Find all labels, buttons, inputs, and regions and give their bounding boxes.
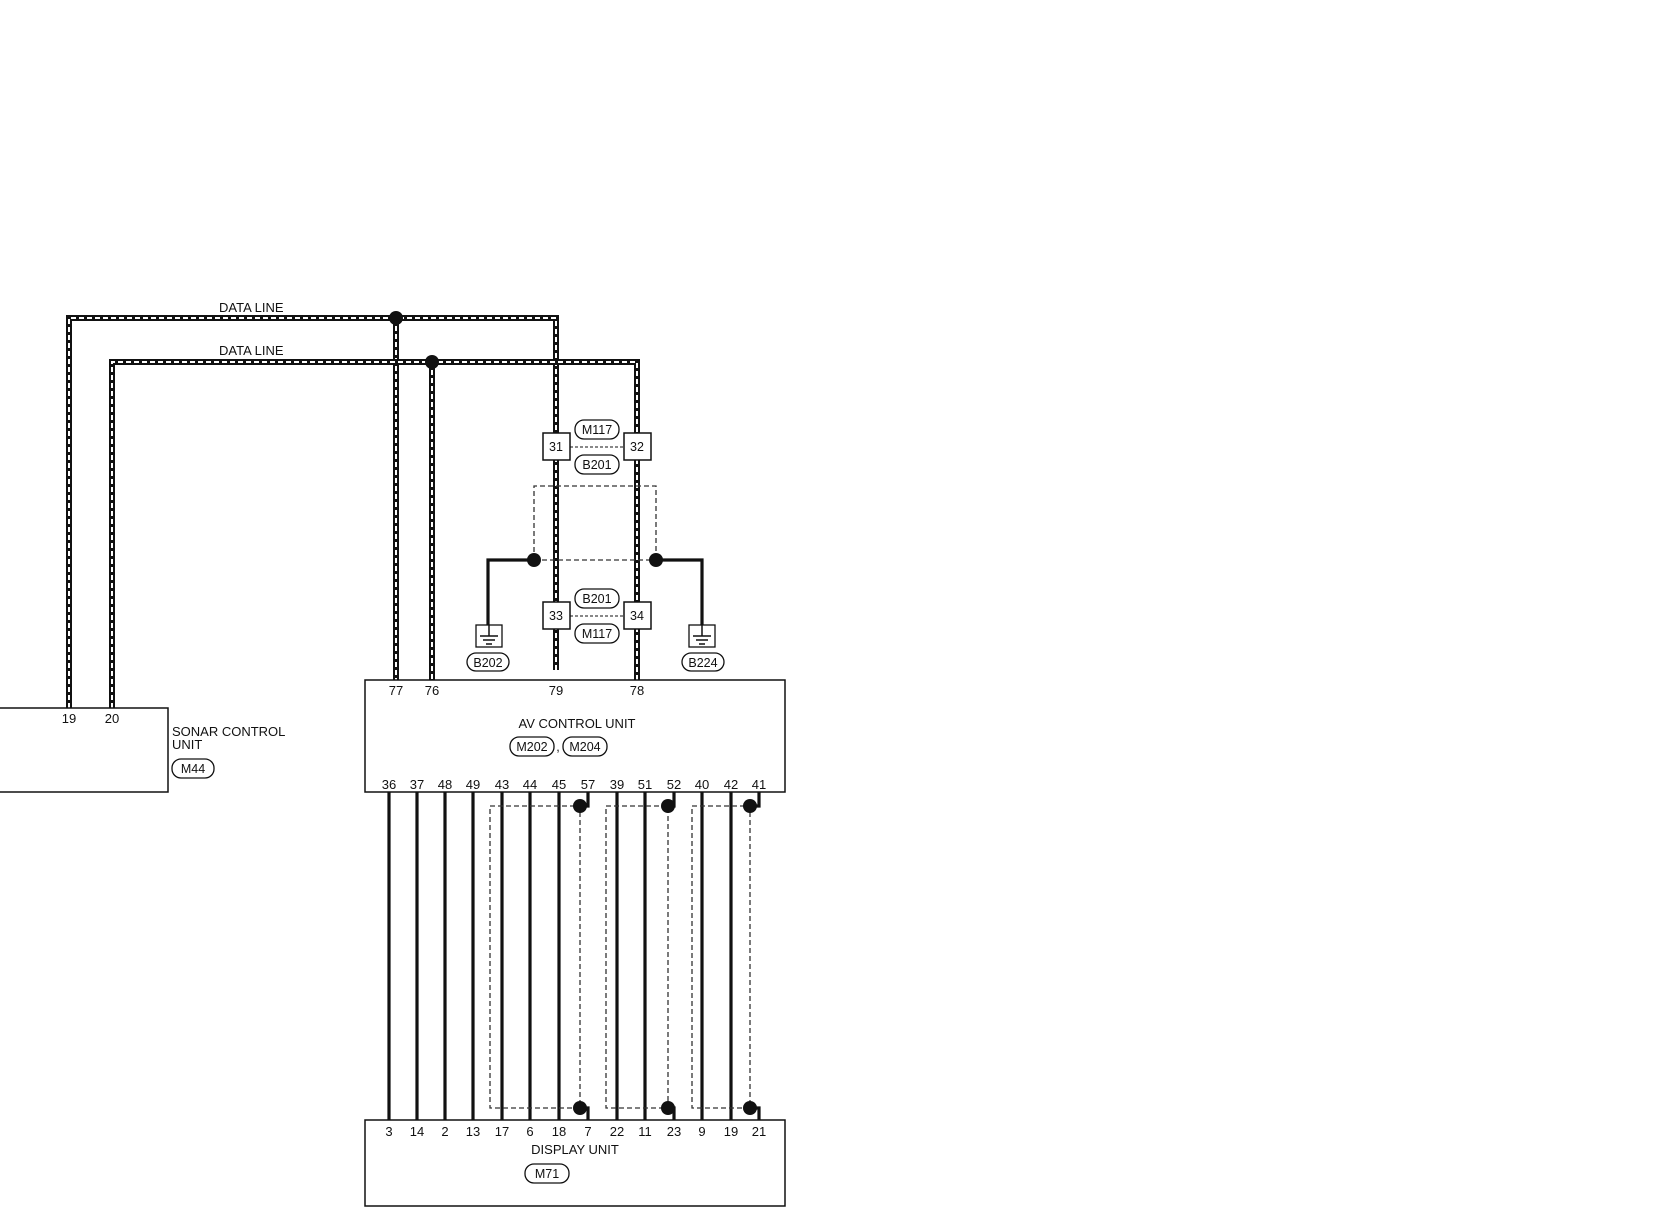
pin-label: 11 xyxy=(638,1124,652,1139)
unit-name: DISPLAY UNIT xyxy=(531,1142,619,1157)
connector-tag: M71 xyxy=(535,1167,559,1181)
pin-label: 79 xyxy=(549,683,563,698)
connector-tag: M204 xyxy=(569,740,600,754)
pin-label: 48 xyxy=(438,777,452,792)
pin-label: 21 xyxy=(752,1124,766,1139)
ground-icon xyxy=(688,624,716,648)
shield-outline xyxy=(691,805,751,1109)
pin-label: 43 xyxy=(495,777,509,792)
pin-label: 6 xyxy=(526,1124,533,1139)
pin-label: 23 xyxy=(667,1124,681,1139)
svg-text:33: 33 xyxy=(549,609,563,623)
connector-tag: M202 xyxy=(516,740,547,754)
data-line-label: DATA LINE xyxy=(219,300,284,315)
shield-splice-dot xyxy=(573,799,587,813)
pin-label: 42 xyxy=(724,777,738,792)
pin-label: 52 xyxy=(667,777,681,792)
pin-label: 18 xyxy=(552,1124,566,1139)
data-line-label: DATA LINE xyxy=(219,343,284,358)
shield-splice-dot xyxy=(661,1101,675,1115)
pin-label: 22 xyxy=(610,1124,624,1139)
svg-text:31: 31 xyxy=(549,440,563,454)
pin-label: 14 xyxy=(410,1124,424,1139)
ground-connector-tag: B224 xyxy=(681,652,725,672)
pin-label: 7 xyxy=(584,1124,591,1139)
pin-label: 3 xyxy=(385,1124,392,1139)
svg-text:,: , xyxy=(556,740,559,754)
shield-splice-dot xyxy=(661,799,675,813)
connector-tag: M44 xyxy=(181,762,205,776)
ground-wire-right xyxy=(656,558,704,625)
pin-label: 19 xyxy=(724,1124,738,1139)
svg-text:B201: B201 xyxy=(582,592,611,606)
pin-label: 45 xyxy=(552,777,566,792)
svg-text:32: 32 xyxy=(630,440,644,454)
pin-label: 37 xyxy=(410,777,424,792)
svg-text:M117: M117 xyxy=(582,627,612,641)
junction-connector-lower: 33 34 B201 M117 xyxy=(542,588,652,644)
svg-text:34: 34 xyxy=(630,609,644,623)
svg-text:B202: B202 xyxy=(473,656,502,670)
pin-label: 77 xyxy=(389,683,403,698)
sonar-control-unit: 19 20 SONAR CONTROL UNIT M44 xyxy=(0,707,285,793)
ground-connector-tag: B202 xyxy=(466,652,510,672)
shield-splice-dot xyxy=(649,553,663,567)
av-bottom-pin-labels: 36 37 48 49 43 44 45 57 39 51 52 40 42 41 xyxy=(382,777,766,792)
shield-box xyxy=(533,485,657,561)
svg-text:B201: B201 xyxy=(582,458,611,472)
junction-connector-upper: 31 32 M117 B201 xyxy=(542,419,652,475)
shield-splice-dot xyxy=(743,799,757,813)
av-control-unit: 77 76 79 78 AV CONTROL UNIT M202 , M204 … xyxy=(364,679,786,793)
display-pin-labels: 3 14 2 13 17 6 18 7 22 11 23 9 19 21 xyxy=(385,1124,766,1139)
shield-outline xyxy=(605,805,669,1109)
splice-dot xyxy=(425,355,439,369)
pin-label: 2 xyxy=(441,1124,448,1139)
pin-label: 78 xyxy=(630,683,644,698)
pin-label: 57 xyxy=(581,777,595,792)
av-display-wires xyxy=(387,792,761,1120)
svg-text:M117: M117 xyxy=(582,423,612,437)
unit-name: AV CONTROL UNIT xyxy=(518,716,635,731)
pin-label: 13 xyxy=(466,1124,480,1139)
data-line-1-wire xyxy=(66,315,559,708)
shield-splice-dot xyxy=(743,1101,757,1115)
splice-dot xyxy=(389,311,403,325)
pin-label: 17 xyxy=(495,1124,509,1139)
svg-text:B224: B224 xyxy=(688,656,717,670)
shield-outline xyxy=(489,805,581,1109)
data-line-2-wire xyxy=(109,359,640,708)
pin-label: 76 xyxy=(425,683,439,698)
pin-label: 19 xyxy=(62,711,76,726)
pin-label: 20 xyxy=(105,711,119,726)
pin-label: 41 xyxy=(752,777,766,792)
pin-label: 49 xyxy=(466,777,480,792)
unit-name: SONAR CONTROL xyxy=(172,724,285,739)
ground-icon xyxy=(475,624,503,648)
pin-label: 9 xyxy=(698,1124,705,1139)
pin-label: 44 xyxy=(523,777,537,792)
unit-name: UNIT xyxy=(172,737,202,752)
shield-splice-dot xyxy=(527,553,541,567)
ground-wire-left xyxy=(486,558,534,625)
pin-label: 51 xyxy=(638,777,652,792)
pin-label: 36 xyxy=(382,777,396,792)
shield-splice-dot xyxy=(573,1101,587,1115)
pin-label: 39 xyxy=(610,777,624,792)
pin-label: 40 xyxy=(695,777,709,792)
display-unit: DISPLAY UNIT M71 3 14 2 13 17 6 18 7 22 11 23 9 19 21 xyxy=(364,1119,786,1207)
